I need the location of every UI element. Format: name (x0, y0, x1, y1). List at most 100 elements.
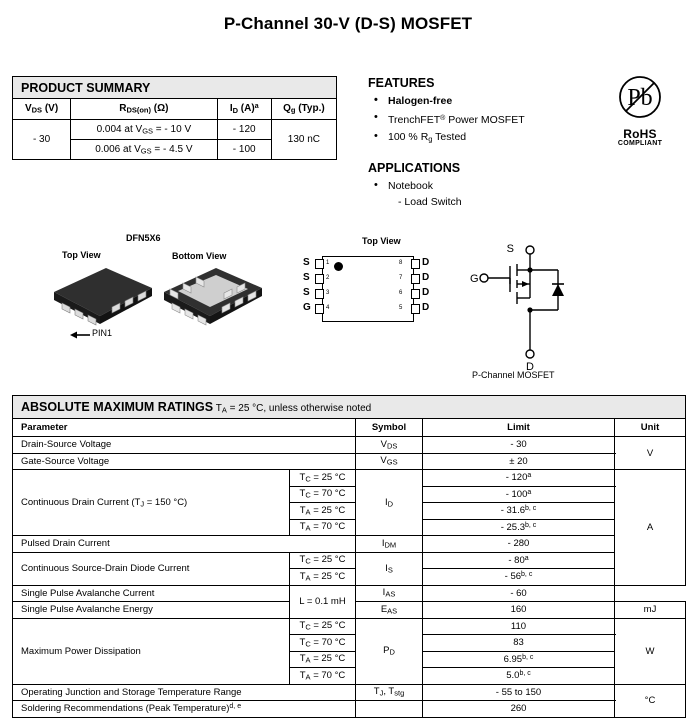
pinout-title: Top View (362, 236, 401, 246)
pin1-label: PIN1 (92, 328, 113, 338)
amr-symbol-3: IDM (355, 535, 423, 553)
amr-header-row: Parameter Symbol Limit Unit (12, 418, 686, 437)
amr-cond-7-3: TA = 70 °C (289, 667, 356, 685)
amr-col-symbol: Symbol (355, 418, 423, 437)
amr-col-limit: Limit (422, 418, 615, 437)
amr-limit-0: - 30 (422, 436, 615, 454)
pin-number-right-6: 6 (399, 290, 403, 296)
table-row: Pulsed Drain Current IDM - 280 (12, 535, 686, 553)
amr-symbol-6: EAS (355, 601, 423, 619)
application-0-text: Notebook (388, 180, 433, 192)
package-bottom-view-illustration (164, 268, 262, 326)
id-value-2: - 100 (216, 139, 272, 160)
amr-limit-7-2: 6.95b, c (422, 650, 615, 668)
pin-tab-left-2 (315, 274, 324, 284)
product-summary-row: - 30 0.004 at VGS = - 10 V - 120 130 nC (11, 119, 338, 160)
schematic-caption: P-Channel MOSFET (472, 370, 555, 380)
feature-2-tail: Tested (432, 131, 467, 144)
features-list: Halogen-free TrenchFET® Power MOSFET 100… (372, 94, 525, 150)
vds-value: - 30 (11, 119, 72, 160)
amr-limit-2-3: - 25.3b, c (422, 518, 615, 536)
amr-limit-8: - 55 to 150 (422, 683, 615, 701)
amr-limit-2-2: - 31.6b, c (422, 502, 615, 520)
pin-number-left-2: 2 (326, 275, 330, 281)
pin-name-right-7: D (422, 272, 430, 283)
amr-cond-5: L = 0.1 mH (289, 584, 356, 619)
feature-item: TrenchFET® Power MOSFET (372, 111, 525, 127)
schematic-drain-label: D (526, 361, 534, 370)
pinout-body: 1 2 3 4 8 7 6 5 (322, 256, 414, 322)
amr-param-6: Single Pulse Avalanche Energy (12, 601, 290, 619)
col-header-id: ID (A)a (216, 98, 272, 120)
schematic-gate-label: G (470, 273, 479, 285)
amr-banner-rest: = 25 °C, unless otherwise noted (226, 402, 372, 414)
pin-number-right-5: 5 (399, 305, 403, 311)
application-item: Notebook (372, 179, 462, 193)
amr-limit-9: 260 (422, 700, 615, 718)
table-row: Continuous Source-Drain Diode Current TC… (12, 551, 686, 586)
pin-name-right-6: D (422, 287, 430, 298)
col-header-vds: VDS (V) (11, 98, 72, 120)
amr-symbol-4: IS (355, 551, 423, 586)
amr-symbol-0: VDS (355, 436, 423, 454)
amr-param-4: Continuous Source-Drain Diode Current (12, 551, 290, 586)
amr-param-1: Gate-Source Voltage (12, 452, 356, 470)
pin-tab-left-4 (315, 304, 324, 314)
feature-2-sub: g (428, 134, 433, 144)
table-row: Operating Junction and Storage Temperatu… (12, 683, 686, 718)
amr-limit-6: 160 (422, 601, 615, 619)
table-row: Single Pulse Avalanche Energy EAS 160 mJ (12, 601, 686, 619)
application-subitem: - Load Switch (372, 196, 462, 209)
amr-limit-3: - 280 (422, 535, 615, 553)
product-summary-table: PRODUCT SUMMARY VDS (V) RDS(on) (Ω) ID (… (11, 76, 338, 160)
amr-symbol-8: TJ, Tstg (355, 683, 423, 701)
product-summary-row: 0.006 at VGS = - 4.5 V - 100 (13, 139, 337, 160)
rds-value-1: 0.004 at VGS = - 10 V (70, 119, 218, 140)
rohs-label: RoHS (623, 127, 657, 141)
page-title: P-Channel 30-V (D-S) MOSFET (223, 14, 473, 33)
amr-symbol-7: PD (355, 617, 423, 685)
qg-value: 130 nC (270, 119, 338, 160)
absolute-maximum-ratings-table: ABSOLUTE MAXIMUM RATINGS TA = 25 °C, unl… (12, 395, 686, 718)
applications-list: Notebook - Load Switch (372, 179, 462, 213)
amr-symbol-1: VGS (355, 452, 423, 470)
amr-banner: ABSOLUTE MAXIMUM RATINGS TA = 25 °C, unl… (12, 395, 686, 419)
amr-banner-sub: A (221, 405, 227, 415)
rohs-sublabel: COMPLIANT (617, 140, 663, 147)
amr-limit-4-1: - 56b, c (422, 568, 615, 586)
amr-cond-2-3: TA = 70 °C (289, 518, 356, 536)
feature-2-text: 100 % R (388, 131, 429, 144)
features-heading: FEATURES (368, 76, 435, 90)
feature-1-tail: Power MOSFET (445, 114, 525, 127)
rds-1-tail: = - 10 V (153, 123, 192, 135)
amr-limit-5: - 60 (422, 584, 615, 602)
amr-banner-bold: ABSOLUTE MAXIMUM RATINGS (21, 399, 214, 414)
pin-tab-right-6 (411, 289, 420, 299)
top-view-label: Top View (62, 250, 101, 260)
amr-col-parameter: Parameter (12, 418, 356, 437)
rds-1-lead: 0.004 at V (96, 123, 143, 135)
amr-cond-4-1: TA = 25 °C (289, 568, 356, 586)
amr-param-2: Continuous Drain Current (TJ = 150 °C) (12, 469, 290, 536)
amr-unit-6: mJ (614, 601, 686, 619)
amr-unit-7: W (614, 617, 686, 685)
col-header-qg: Qg (Typ.) (270, 98, 338, 120)
table-row: TA = 70 °C - 25.3b, c (13, 518, 686, 536)
id-value-1: - 120 (216, 119, 272, 140)
amr-limit-7-0: 110 (422, 617, 615, 635)
product-summary-header-row: VDS (V) RDS(on) (Ω) ID (A)a Qg (Typ.) (11, 98, 338, 120)
table-row: Maximum Power Dissipation TC = 25 °C PD … (12, 617, 686, 685)
no-lead-icon: Pb (619, 76, 661, 118)
feature-1-sup: ® (440, 115, 446, 122)
amr-param-7: Maximum Power Dissipation (12, 617, 290, 685)
pin-name-left-4: G (303, 302, 311, 313)
bottom-view-label: Bottom View (172, 251, 227, 261)
col-header-rds: RDS(on) (Ω) (70, 98, 218, 120)
pin-number-left-1: 1 (326, 260, 330, 266)
amr-limit-2-1: - 100a (422, 485, 615, 503)
application-1-text: - Load Switch (398, 196, 462, 208)
pin-number-left-4: 4 (326, 305, 330, 311)
table-row: TA = 25 °C 6.95b, c (13, 650, 686, 668)
pin-number-left-3: 3 (326, 290, 330, 296)
package-top-view-illustration (54, 268, 152, 326)
